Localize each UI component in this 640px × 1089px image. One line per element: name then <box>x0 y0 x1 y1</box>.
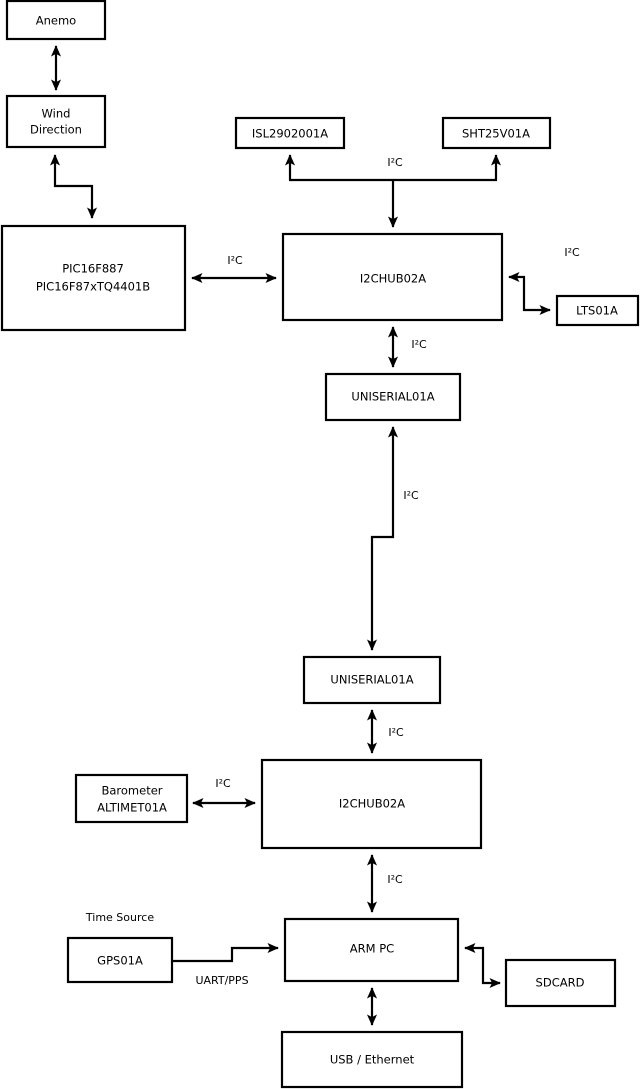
node-arm-pc[interactable]: ARM PC <box>283 917 460 983</box>
node-sht25v01a[interactable]: SHT25V01A <box>441 116 552 150</box>
node-pic-mcu-box <box>0 224 187 332</box>
node-usb-ethernet-box <box>280 1030 464 1089</box>
node-uniserial01a-bottom-label: UNISERIAL01A <box>330 673 413 687</box>
node-i2chub02a-bottom[interactable]: I2CHUB02A <box>260 758 483 850</box>
node-isl2902001a-box <box>234 116 346 150</box>
edge-armpc-sdcard <box>464 942 501 989</box>
node-lts01a-label: LTS01A <box>576 304 618 318</box>
edge-label-pic-to-hub: I²C <box>227 254 243 267</box>
node-uniserial01a-top-box <box>324 372 462 422</box>
node-pic-mcu-label-line2: PIC16F87xTQ4401B <box>36 280 150 294</box>
edge-label-hub-sensors: I²C <box>387 156 403 169</box>
edge-wind-pic <box>49 154 98 219</box>
node-isl2902001a-label: ISL2902001A <box>252 127 328 141</box>
edge-gps-armpc <box>172 942 279 963</box>
edge-label-hub-bot-to-armpc: I²C <box>387 873 403 886</box>
node-uniserial01a-bottom-box <box>302 655 442 705</box>
node-usb-ethernet[interactable]: USB / Ethernet <box>280 1030 464 1089</box>
edge-uniserial-link <box>366 426 399 651</box>
node-usb-ethernet-label: USB / Ethernet <box>330 1053 415 1067</box>
edge-hub-lts <box>508 271 551 316</box>
node-uniserial01a-top-label: UNISERIAL01A <box>351 390 434 404</box>
node-i2chub02a-top-label: I2CHUB02A <box>360 272 426 286</box>
node-anemo-label: Anemo <box>36 14 76 28</box>
node-arm-pc-box <box>283 917 460 983</box>
edge-label-uniserial-to-hub-bot: I²C <box>388 726 404 739</box>
node-anemo-box <box>5 0 107 41</box>
node-wind-direction-label-line2: Direction <box>30 123 82 137</box>
node-anemo[interactable]: Anemo <box>5 0 107 41</box>
node-sht25v01a-label: SHT25V01A <box>462 127 530 141</box>
node-arm-pc-label: ARM PC <box>350 942 394 956</box>
node-uniserial01a-top[interactable]: UNISERIAL01A <box>324 372 462 422</box>
node-barometer[interactable]: Barometer ALTIMET01A <box>74 773 189 824</box>
edge-label-uniserial-link: I²C <box>403 489 419 502</box>
node-wind-direction-box <box>5 94 107 149</box>
node-lts01a[interactable]: LTS01A <box>555 294 640 327</box>
node-sdcard-label: SDCARD <box>536 976 585 990</box>
node-i2chub02a-top-box <box>281 232 504 322</box>
node-lts01a-box <box>555 294 640 327</box>
node-sdcard[interactable]: SDCARD <box>504 958 617 1008</box>
node-i2chub02a-bottom-label: I2CHUB02A <box>339 797 405 811</box>
node-gps01a[interactable]: GPS01A <box>66 936 174 984</box>
node-gps01a-label: GPS01A <box>97 954 143 968</box>
edge-label-hub-to-uniserial: I²C <box>411 338 427 351</box>
node-wind-direction[interactable]: Wind Direction <box>5 94 107 149</box>
node-gps01a-box <box>66 936 174 984</box>
node-uniserial01a-bottom[interactable]: UNISERIAL01A <box>302 655 442 705</box>
edge-label-gps-to-armpc: UART/PPS <box>195 974 248 987</box>
node-barometer-label-line1: Barometer <box>101 784 162 798</box>
node-i2chub02a-bottom-box <box>260 758 483 850</box>
edge-label-barometer-to-hub: I²C <box>215 777 231 790</box>
label-time-source: Time Source <box>85 911 154 924</box>
node-isl2902001a[interactable]: ISL2902001A <box>234 116 346 150</box>
node-sht25v01a-box <box>441 116 552 150</box>
node-sdcard-box <box>504 958 617 1008</box>
node-i2chub02a-top[interactable]: I2CHUB02A <box>281 232 504 322</box>
node-barometer-label-line2: ALTIMET01A <box>97 801 167 815</box>
node-barometer-box <box>74 773 189 824</box>
node-wind-direction-label-line1: Wind <box>42 107 71 121</box>
edge-label-hub-to-lts: I²C <box>564 246 580 259</box>
node-pic-mcu[interactable]: PIC16F887 PIC16F87xTQ4401B <box>0 224 187 332</box>
node-pic-mcu-label-line1: PIC16F887 <box>62 262 124 276</box>
